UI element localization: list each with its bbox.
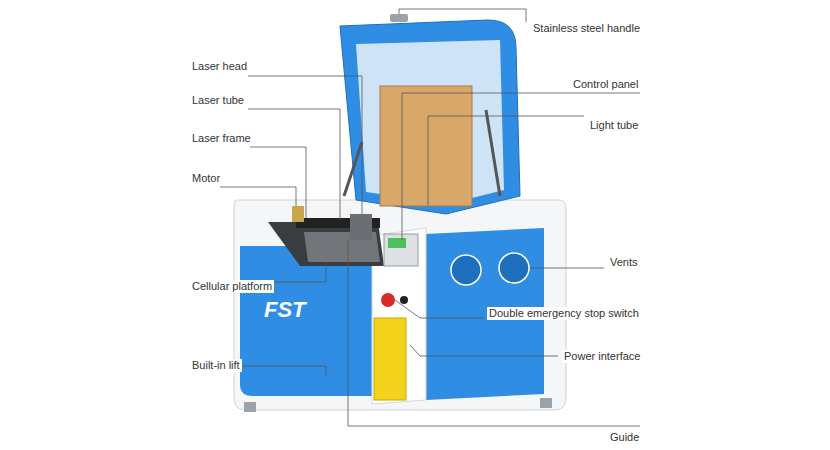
handle [390,14,408,22]
lid [340,20,520,214]
part-label: Vents [608,256,640,269]
front-panel [240,246,372,396]
part-label: Double emergency stop switch [487,307,641,320]
machine-body [234,200,566,410]
leader-line [395,300,484,318]
part-label: Laser head [190,60,249,73]
leader-line [410,345,558,356]
vent [499,253,529,283]
key-switch [400,296,408,304]
leader-line [348,240,640,426]
leader-lines [220,9,640,426]
part-label: Cellular platform [190,280,274,293]
gas-strut [486,110,500,196]
part-label: Power interface [562,350,642,363]
leader-line [274,262,326,282]
laser-head [350,214,372,240]
control-panel [384,234,418,266]
screen [388,238,406,248]
part-label: Control panel [571,78,640,91]
lid-window [380,86,472,206]
part-label: Laser tube [190,94,246,107]
warning-label [374,318,406,400]
part-label: Light tube [588,119,640,132]
leader-line [530,268,604,269]
gas-strut [344,142,362,196]
brand-logo: FST [262,298,308,322]
part-label: Laser frame [190,132,253,145]
leader-line [402,93,640,240]
part-label: Stainless steel handle [531,22,642,35]
leader-line [399,9,526,22]
emergency-stop [381,293,395,307]
motor [292,206,304,222]
leader-line [428,116,584,205]
leader-line [248,76,362,214]
part-label: Motor [190,172,222,185]
leader-line [220,187,296,206]
part-label: Built-in lift [190,359,242,372]
leader-line [248,109,340,220]
leader-line [236,366,326,376]
part-label: Guide [608,431,641,444]
leader-line [250,147,306,218]
vent [451,255,481,285]
foot [244,402,256,412]
foot [540,398,552,408]
